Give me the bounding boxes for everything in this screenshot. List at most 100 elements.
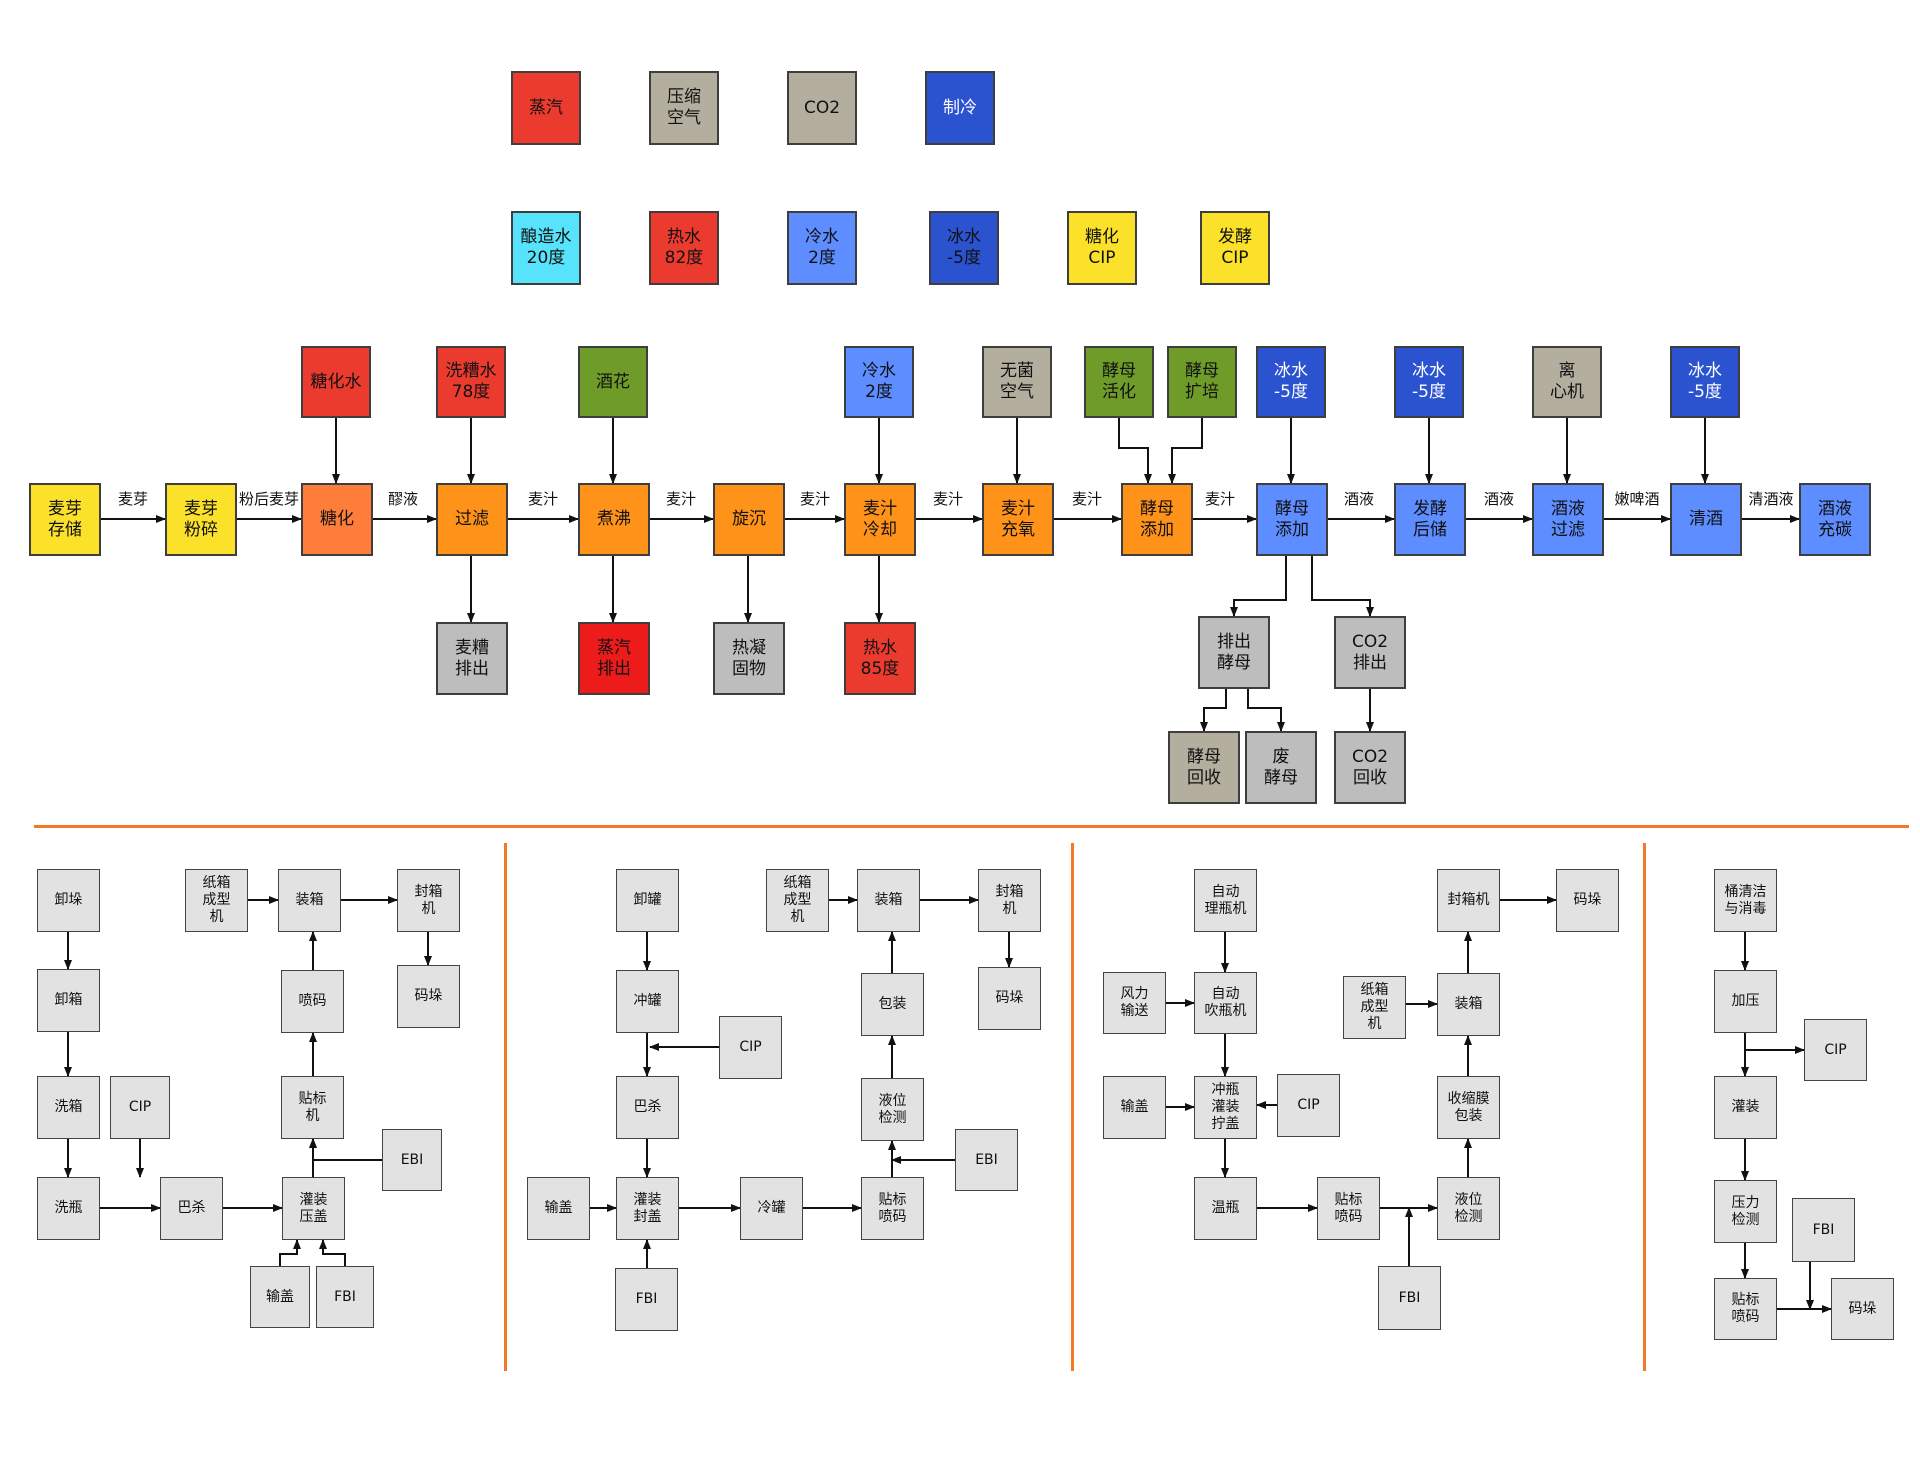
input-yeast-activation: 酵母 活化 bbox=[1084, 346, 1154, 418]
output-co2-discharge: CO2 排出 bbox=[1334, 616, 1406, 689]
glass-cip: CIP bbox=[110, 1076, 170, 1139]
output-spent-grain: 麦糟 排出 bbox=[436, 622, 508, 695]
legend-hot-water: 热水 82度 bbox=[649, 211, 719, 285]
legend-compressed-air: 压缩 空气 bbox=[649, 71, 719, 145]
can-palletize: 码垛 bbox=[978, 967, 1041, 1030]
yeast-recovery-arrow bbox=[1200, 689, 1227, 732]
output-steam-exhaust: 蒸汽 排出 bbox=[578, 622, 650, 695]
output-waste-yeast: 废 酵母 bbox=[1245, 731, 1317, 804]
pet-case-sealer: 封箱机 bbox=[1437, 869, 1500, 932]
separator-vertical-3 bbox=[1643, 843, 1646, 1371]
co2-discharge-arrow bbox=[1311, 556, 1374, 617]
step-whirlpool: 旋沉 bbox=[713, 483, 785, 556]
legend-ice-water: 冰水 -5度 bbox=[929, 211, 999, 285]
glass-arrow-fbi bbox=[319, 1239, 346, 1266]
step-boiling: 煮沸 bbox=[578, 483, 650, 556]
step-filtration: 过滤 bbox=[436, 483, 508, 556]
can-case-packer: 装箱 bbox=[857, 869, 920, 932]
glass-fbi: FBI bbox=[316, 1266, 374, 1328]
keg-fill: 灌装 bbox=[1714, 1076, 1777, 1139]
pet-rinse-fill-cap: 冲瓶 灌装 拧盖 bbox=[1194, 1076, 1257, 1139]
keg-pressure-check: 压力 检测 bbox=[1714, 1180, 1777, 1243]
glass-case-erector: 纸箱 成型 机 bbox=[185, 869, 248, 932]
glass-cap-feed: 输盖 bbox=[250, 1266, 310, 1328]
step-malt-crushing: 麦芽 粉碎 bbox=[165, 483, 237, 556]
edge-label-crushed-malt: 粉后麦芽 bbox=[238, 490, 300, 508]
input-sparge-water: 洗糟水 78度 bbox=[436, 346, 506, 418]
edge-label-wort-4: 麦汁 bbox=[932, 490, 964, 508]
keg-cip: CIP bbox=[1804, 1019, 1867, 1081]
can-pasteurize: 巴杀 bbox=[616, 1076, 679, 1139]
glass-pasteurize: 巴杀 bbox=[160, 1177, 223, 1240]
can-wrap: 包装 bbox=[861, 973, 924, 1036]
pet-blow-molder: 自动 吹瓶机 bbox=[1194, 972, 1257, 1034]
edge-label-young-beer: 嫩啤酒 bbox=[1614, 490, 1660, 508]
pet-air-conveyor: 风力 输送 bbox=[1103, 972, 1166, 1034]
input-yeast-propagation: 酵母 扩培 bbox=[1167, 346, 1237, 418]
yeast-propagation-arrow bbox=[1168, 418, 1203, 484]
edge-label-bright-liquid: 清酒液 bbox=[1748, 490, 1794, 508]
keg-palletize: 码垛 bbox=[1831, 1278, 1894, 1340]
glass-depalletize: 卸垛 bbox=[37, 869, 100, 932]
step-wort-cooling: 麦汁 冷却 bbox=[844, 483, 916, 556]
pet-cap-feed: 输盖 bbox=[1103, 1076, 1166, 1139]
legend-fermentation-cip: 发酵 CIP bbox=[1200, 211, 1270, 285]
input-sterile-air: 无菌 空气 bbox=[982, 346, 1052, 418]
edge-label-beer-1: 酒液 bbox=[1343, 490, 1375, 508]
can-fill-seam: 灌装 封盖 bbox=[616, 1177, 679, 1240]
yeast-activation-arrow bbox=[1118, 418, 1152, 484]
can-case-sealer: 封箱 机 bbox=[978, 869, 1041, 932]
keg-pressurize: 加压 bbox=[1714, 970, 1777, 1033]
output-hot-trub: 热凝 固物 bbox=[713, 622, 785, 695]
glass-coder: 喷码 bbox=[281, 970, 344, 1033]
glass-line-ebi bbox=[312, 1159, 382, 1177]
can-lid-feed: 输盖 bbox=[527, 1177, 590, 1240]
edge-label-mash: 醪液 bbox=[387, 490, 419, 508]
can-label-code: 贴标 喷码 bbox=[861, 1177, 924, 1240]
pet-level-check: 液位 检测 bbox=[1437, 1177, 1500, 1240]
step-yeast-addition-1: 酵母 添加 bbox=[1121, 483, 1193, 556]
input-ice-water-1: 冰水 -5度 bbox=[1256, 346, 1326, 418]
can-rinse: 冲罐 bbox=[616, 970, 679, 1033]
glass-case-packer: 装箱 bbox=[278, 869, 341, 932]
separator-vertical-1 bbox=[504, 843, 507, 1371]
edge-label-wort-2: 麦汁 bbox=[665, 490, 697, 508]
pet-label-code: 贴标 喷码 bbox=[1317, 1177, 1380, 1240]
glass-uncase: 卸箱 bbox=[37, 969, 100, 1032]
glass-fill-cap: 灌装 压盖 bbox=[282, 1177, 345, 1240]
pet-case-erector: 纸箱 成型 机 bbox=[1343, 976, 1406, 1039]
edge-label-wort-5: 麦汁 bbox=[1071, 490, 1103, 508]
step-post-fermentation: 发酵 后储 bbox=[1394, 483, 1466, 556]
input-mash-water: 糖化水 bbox=[301, 346, 371, 418]
glass-case-wash: 洗箱 bbox=[37, 1076, 100, 1139]
edge-label-wort-1: 麦汁 bbox=[527, 490, 559, 508]
pet-unscrambler: 自动 理瓶机 bbox=[1194, 869, 1257, 932]
can-case-erector: 纸箱 成型 机 bbox=[766, 869, 829, 932]
glass-case-sealer: 封箱 机 bbox=[397, 869, 460, 932]
edge-label-malt: 麦芽 bbox=[117, 490, 149, 508]
keg-clean: 桶清洁 与消毒 bbox=[1714, 869, 1777, 932]
edge-label-wort-3: 麦汁 bbox=[799, 490, 831, 508]
can-level-check: 液位 检测 bbox=[861, 1078, 924, 1141]
input-cold-water: 冷水 2度 bbox=[844, 346, 914, 418]
output-hot-water: 热水 85度 bbox=[844, 622, 916, 695]
separator-vertical-2 bbox=[1071, 843, 1074, 1371]
edge-label-beer-2: 酒液 bbox=[1483, 490, 1515, 508]
pet-cip: CIP bbox=[1277, 1074, 1340, 1137]
pet-fbi: FBI bbox=[1378, 1266, 1441, 1330]
keg-label-code: 贴标 喷码 bbox=[1714, 1278, 1777, 1340]
step-malt-storage: 麦芽 存储 bbox=[29, 483, 101, 556]
edge-label-wort-6: 麦汁 bbox=[1204, 490, 1236, 508]
pet-palletize: 码垛 bbox=[1556, 869, 1619, 932]
can-ebi: EBI bbox=[955, 1129, 1018, 1191]
can-fbi: FBI bbox=[615, 1268, 678, 1331]
legend-saccharification-cip: 糖化 CIP bbox=[1067, 211, 1137, 285]
output-co2-recovery: CO2 回收 bbox=[1334, 731, 1406, 804]
separator-horizontal bbox=[34, 825, 1909, 828]
legend-brewing-water: 酿造水 20度 bbox=[511, 211, 581, 285]
step-wort-aeration: 麦汁 充氧 bbox=[982, 483, 1054, 556]
waste-yeast-arrow bbox=[1247, 689, 1285, 732]
glass-labeler: 贴标 机 bbox=[281, 1076, 344, 1139]
input-ice-water-3: 冰水 -5度 bbox=[1670, 346, 1740, 418]
